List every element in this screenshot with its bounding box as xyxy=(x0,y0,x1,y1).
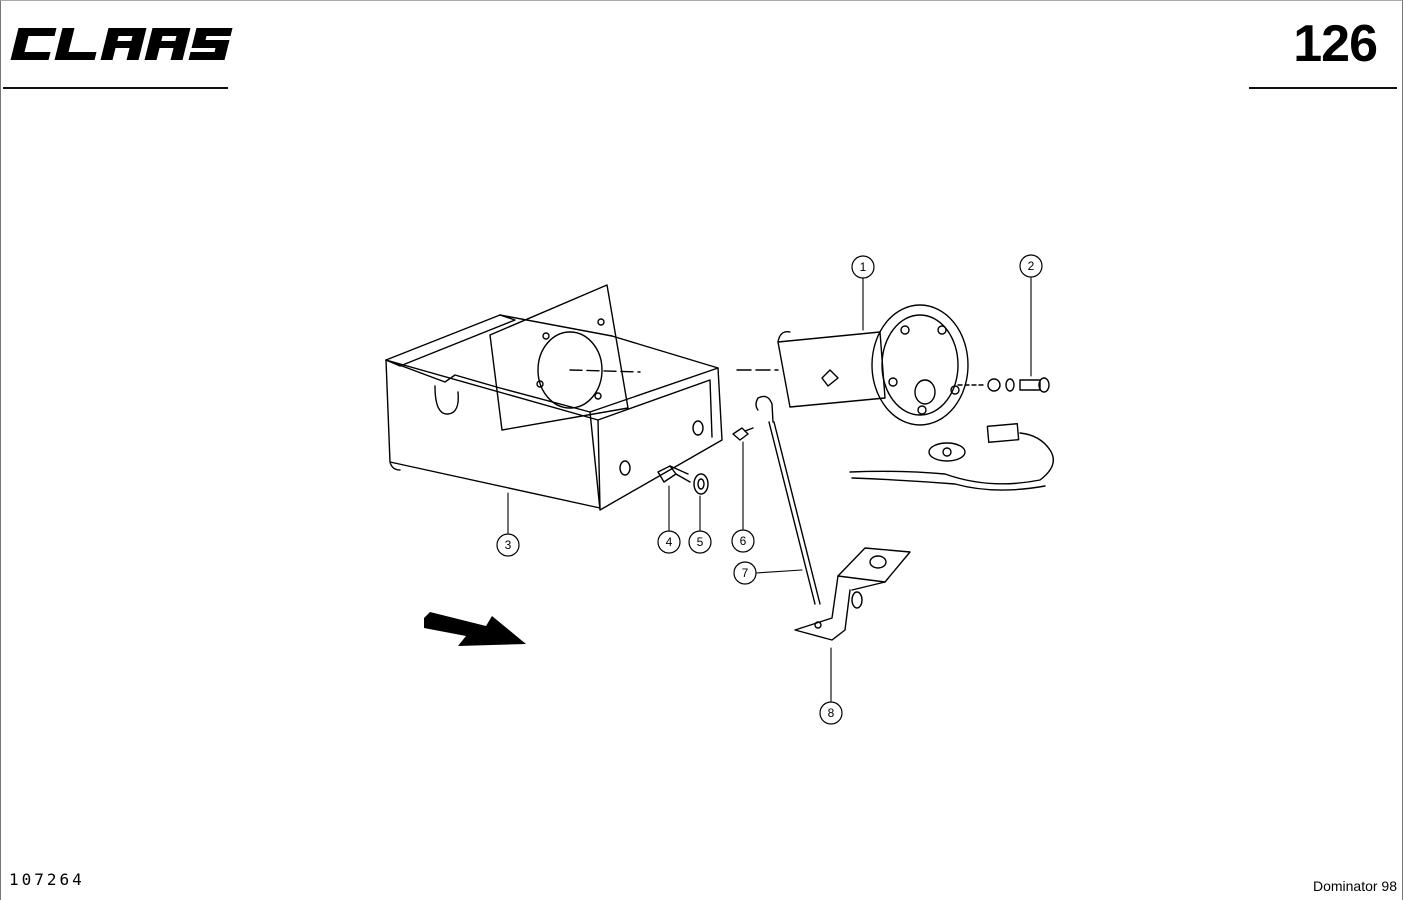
drawing-number: 107264 xyxy=(9,870,85,889)
header-rule-right xyxy=(1249,87,1397,89)
callout-circle-8 xyxy=(819,701,843,725)
callout-label-2: 2 xyxy=(1028,259,1035,273)
callout-label-5: 5 xyxy=(697,535,704,549)
washer xyxy=(693,473,709,495)
header-rule-left xyxy=(3,87,228,89)
callout-label-8: 8 xyxy=(828,706,835,720)
rod xyxy=(755,395,821,605)
callout-label-4: 4 xyxy=(666,535,673,549)
wiring-harness xyxy=(849,423,1054,491)
angle-bracket xyxy=(794,547,911,641)
callout-label-6: 6 xyxy=(740,534,747,548)
mounting-plate xyxy=(489,284,641,431)
small-screw xyxy=(732,427,754,441)
direction-arrow-icon xyxy=(424,612,526,646)
housing-drum xyxy=(736,304,969,426)
callout-circle-1 xyxy=(851,255,875,279)
claas-logo xyxy=(10,28,233,60)
leader-lines xyxy=(507,277,1032,702)
callout-circle-6 xyxy=(731,529,755,553)
callout-label-3: 3 xyxy=(505,538,512,552)
callout-circle-2 xyxy=(1019,254,1043,278)
bolt xyxy=(657,465,691,483)
callout-label-7: 7 xyxy=(742,566,749,580)
callout-circle-4 xyxy=(657,530,681,554)
callout-circle-7 xyxy=(733,561,757,585)
page-number: 126 xyxy=(1293,15,1378,73)
callout-label-1: 1 xyxy=(860,260,867,274)
callout-circle-3 xyxy=(496,533,520,557)
model-name: Dominator 98 xyxy=(1312,878,1397,894)
screw-nut-set xyxy=(957,377,1050,393)
mounting-box xyxy=(385,314,723,511)
callout-circle-5 xyxy=(688,530,712,554)
